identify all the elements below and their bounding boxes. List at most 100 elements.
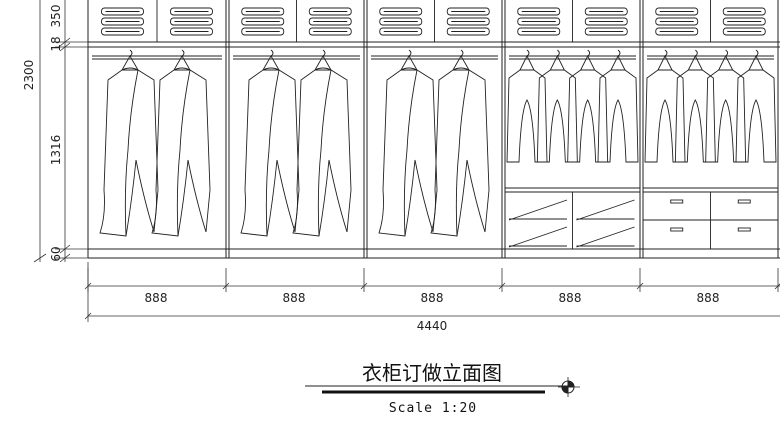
long-coat-fold (121, 67, 139, 237)
long-coat-fold (452, 67, 470, 237)
dim-label-plinth: 60 (49, 246, 63, 261)
short-coat (674, 69, 716, 163)
dimension-lines (33, 0, 780, 322)
folded-clothes (584, 27, 628, 36)
hanger-hook (695, 49, 698, 57)
dim-label-total-height: 2300 (22, 60, 36, 91)
slanted-shoe-shelf (576, 226, 635, 248)
hanger (400, 55, 418, 71)
long-coat (240, 69, 300, 237)
folded-clothes (101, 27, 144, 36)
drawing-scale: Scale 1:20 (389, 401, 477, 416)
slanted-shoe-shelf (576, 199, 635, 221)
long-coat (378, 69, 438, 237)
folded-clothes (101, 17, 144, 26)
folded-clothes (170, 17, 213, 26)
dim-label-shelf-board: 18 (49, 36, 63, 51)
folded-clothes (101, 7, 144, 16)
hanger (262, 55, 280, 71)
folded-clothes (584, 7, 628, 16)
long-coat-fold (262, 67, 280, 237)
folded-clothes (379, 27, 423, 36)
folded-clothes (722, 27, 766, 36)
hanger (173, 55, 191, 71)
long-coat (292, 69, 352, 237)
hanger (121, 55, 139, 71)
folded-clothes (308, 27, 352, 36)
wardrobe-bays (92, 0, 778, 249)
folded-clothes (379, 17, 423, 26)
dim-tick (59, 253, 71, 263)
long-coat-fold (400, 67, 418, 237)
folded-clothes (241, 7, 285, 16)
dim-label-unit-4: 888 (559, 291, 582, 305)
hanger (452, 55, 470, 71)
folded-clothes (379, 7, 423, 16)
folded-clothes (308, 17, 352, 26)
hanger (687, 54, 703, 71)
drawer-handle (670, 227, 684, 232)
hanger-hook (755, 49, 759, 57)
folded-clothes (308, 7, 352, 16)
hanger (549, 54, 565, 71)
dim-tick (636, 282, 644, 290)
hanger-hook (322, 49, 326, 57)
hanger-hook (664, 49, 668, 57)
folded-clothes (241, 27, 285, 36)
slanted-shoe-shelf (508, 226, 568, 248)
hanger-hook (408, 49, 412, 57)
folded-clothes (655, 17, 699, 26)
hanger-hook (557, 49, 560, 57)
folded-clothes (241, 17, 285, 26)
folded-clothes (517, 17, 561, 26)
short-coat (597, 69, 639, 163)
long-coat (99, 69, 159, 237)
dim-label-total-width: 4440 (417, 319, 448, 333)
folded-clothes (655, 27, 699, 36)
dim-tick (222, 282, 230, 290)
hanger (610, 54, 626, 71)
folded-clothes (446, 7, 490, 16)
drawer-handle (737, 199, 751, 204)
hanger-hook (460, 49, 464, 57)
dim-label-hanging-height: 1316 (49, 135, 63, 166)
folded-clothes (722, 17, 766, 26)
hanger-hook (526, 49, 530, 57)
dim-label-unit-3: 888 (421, 291, 444, 305)
folded-clothes (584, 17, 628, 26)
short-coat (536, 69, 578, 163)
long-coat-fold (173, 67, 191, 237)
wardrobe-frame (87, 0, 780, 259)
dim-tick (59, 42, 71, 52)
drawer-handle (670, 199, 684, 204)
dim-label-top-shelf: 350 (49, 5, 63, 28)
hanger-hook (617, 49, 621, 57)
short-coat (705, 69, 747, 163)
hanger-hook (181, 49, 185, 57)
slanted-shoe-shelf (508, 199, 568, 221)
dim-label-unit-1: 888 (145, 291, 168, 305)
dim-label-unit-2: 888 (283, 291, 306, 305)
hanger (657, 54, 673, 71)
drawer-handle (737, 227, 751, 232)
hanger-hook (587, 49, 591, 57)
folded-clothes (517, 27, 561, 36)
dim-tick (774, 283, 780, 290)
dim-tick (84, 312, 92, 320)
folded-clothes (446, 27, 490, 36)
hanger (519, 54, 535, 71)
long-coat (151, 69, 211, 237)
dim-tick (33, 253, 47, 263)
folded-clothes (170, 7, 213, 16)
folded-clothes (517, 7, 561, 16)
hanger-hook (129, 49, 133, 57)
folded-clothes (722, 7, 766, 16)
short-coat (644, 69, 686, 163)
crosshair-cursor-icon (558, 377, 580, 397)
long-coat (430, 69, 490, 237)
short-coat (567, 69, 609, 163)
dim-tick (59, 37, 71, 47)
folded-clothes (446, 17, 490, 26)
short-coat (506, 69, 548, 163)
